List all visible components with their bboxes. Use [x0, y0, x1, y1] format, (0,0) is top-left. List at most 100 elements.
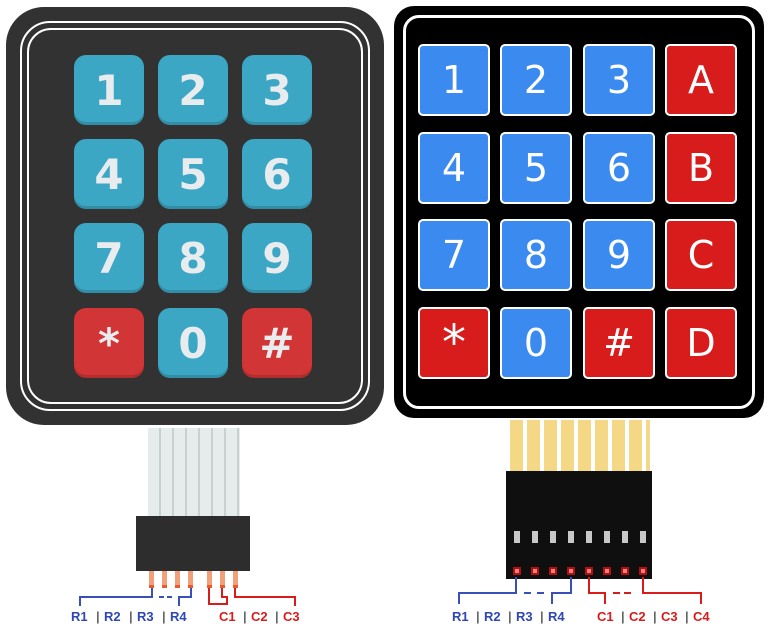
key-2[interactable]: 2	[158, 55, 228, 125]
pin-4x4	[513, 567, 521, 575]
key-hash[interactable]: #	[242, 308, 312, 378]
col-bracket-4x4	[642, 577, 644, 594]
connector-3x4	[136, 516, 250, 571]
key-hash[interactable]: #	[583, 307, 655, 379]
label-c1-3x4: C1	[219, 609, 236, 624]
key-9[interactable]: 9	[583, 219, 655, 291]
row-bracket-3x4	[178, 596, 180, 606]
col-bracket-4x4	[700, 592, 702, 604]
col-bracket-3x4	[221, 596, 228, 598]
label-c4-4x4: C4	[693, 609, 710, 624]
label-c3-4x4: C3	[661, 609, 678, 624]
row-bracket-4x4	[551, 592, 571, 594]
connector-slot	[622, 531, 628, 543]
keypad-3x4-inner-border	[27, 28, 363, 404]
key-9[interactable]: 9	[242, 223, 312, 293]
col-bracket-3x4	[294, 596, 296, 606]
col-bracket-3x4	[234, 588, 236, 598]
key-8[interactable]: 8	[500, 219, 572, 291]
label-r2-4x4: R2	[484, 609, 501, 624]
connector-slot	[532, 531, 538, 543]
connector-slot	[604, 531, 610, 543]
key-b[interactable]: B	[665, 132, 737, 204]
row-dash	[159, 596, 164, 598]
pin-4x4	[585, 567, 593, 575]
pin-3x4	[175, 571, 180, 588]
key-7[interactable]: 7	[74, 223, 144, 293]
connector-slot	[586, 531, 592, 543]
row-dash	[167, 596, 172, 598]
label-separator: |	[476, 609, 480, 624]
label-separator: |	[243, 609, 247, 624]
key-5[interactable]: 5	[158, 139, 228, 209]
label-separator: |	[508, 609, 512, 624]
key-1[interactable]: 1	[74, 55, 144, 125]
ribbon-cable-4x4	[510, 420, 650, 472]
connector-slot	[640, 531, 646, 543]
key-0[interactable]: 0	[500, 307, 572, 379]
row-dash	[524, 592, 531, 594]
row-bracket-3x4	[151, 588, 153, 598]
label-c2-4x4: C2	[629, 609, 646, 624]
key-8[interactable]: 8	[158, 223, 228, 293]
row-bracket-4x4	[458, 592, 460, 604]
col-bracket-3x4	[208, 603, 228, 605]
label-separator: |	[275, 609, 279, 624]
key-7[interactable]: 7	[418, 219, 490, 291]
col-bracket-3x4	[226, 596, 228, 605]
row-bracket-3x4	[178, 596, 192, 598]
label-r2-3x4: R2	[104, 609, 121, 624]
key-6[interactable]: 6	[583, 132, 655, 204]
key-c[interactable]: C	[665, 219, 737, 291]
keypad-3x4-outer-border	[20, 21, 370, 411]
pin-3x4	[162, 571, 167, 588]
key-star[interactable]: *	[74, 308, 144, 378]
label-r1-4x4: R1	[452, 609, 469, 624]
row-bracket-3x4	[79, 596, 153, 598]
pin-3x4	[220, 571, 225, 588]
key-star[interactable]: *	[418, 307, 490, 379]
pin-4x4	[549, 567, 557, 575]
key-a[interactable]: A	[665, 44, 737, 116]
row-bracket-3x4	[79, 596, 81, 606]
pin-4x4	[603, 567, 611, 575]
label-separator: |	[96, 609, 100, 624]
connector-slot	[568, 531, 574, 543]
pin-4x4	[567, 567, 575, 575]
key-0[interactable]: 0	[158, 308, 228, 378]
label-c2-3x4: C2	[251, 609, 268, 624]
label-r4-3x4: R4	[170, 609, 187, 624]
connector-slot	[550, 531, 556, 543]
key-4[interactable]: 4	[418, 132, 490, 204]
label-r4-4x4: R4	[548, 609, 565, 624]
row-dash	[537, 592, 544, 594]
row-bracket-4x4	[458, 592, 516, 594]
label-r1-3x4: R1	[71, 609, 88, 624]
pin-4x4	[621, 567, 629, 575]
key-4[interactable]: 4	[74, 139, 144, 209]
key-6[interactable]: 6	[242, 139, 312, 209]
pin-4x4	[639, 567, 647, 575]
key-5[interactable]: 5	[500, 132, 572, 204]
label-separator: |	[162, 609, 166, 624]
key-3[interactable]: 3	[242, 55, 312, 125]
col-bracket-4x4	[588, 592, 606, 594]
row-bracket-3x4	[190, 588, 192, 598]
keypad-3x4: 1 2 3 4 5 6 7 8 9 * 0 #	[6, 7, 384, 425]
key-2[interactable]: 2	[500, 44, 572, 116]
key-d[interactable]: D	[665, 307, 737, 379]
key-3[interactable]: 3	[583, 44, 655, 116]
keypad-4x4-border	[403, 15, 755, 409]
col-dash	[624, 592, 631, 594]
keypad-4x4: 1 2 3 A 4 5 6 B 7 8 9 C * 0 # D	[394, 6, 764, 418]
pin-3x4	[149, 571, 154, 588]
label-r3-3x4: R3	[137, 609, 154, 624]
connector-slot	[514, 531, 520, 543]
col-bracket-3x4	[221, 588, 223, 598]
label-c1-4x4: C1	[597, 609, 614, 624]
row-bracket-4x4	[570, 577, 572, 594]
pin-3x4	[233, 571, 238, 588]
key-1[interactable]: 1	[418, 44, 490, 116]
pin-4x4	[531, 567, 539, 575]
col-bracket-3x4	[234, 596, 296, 598]
